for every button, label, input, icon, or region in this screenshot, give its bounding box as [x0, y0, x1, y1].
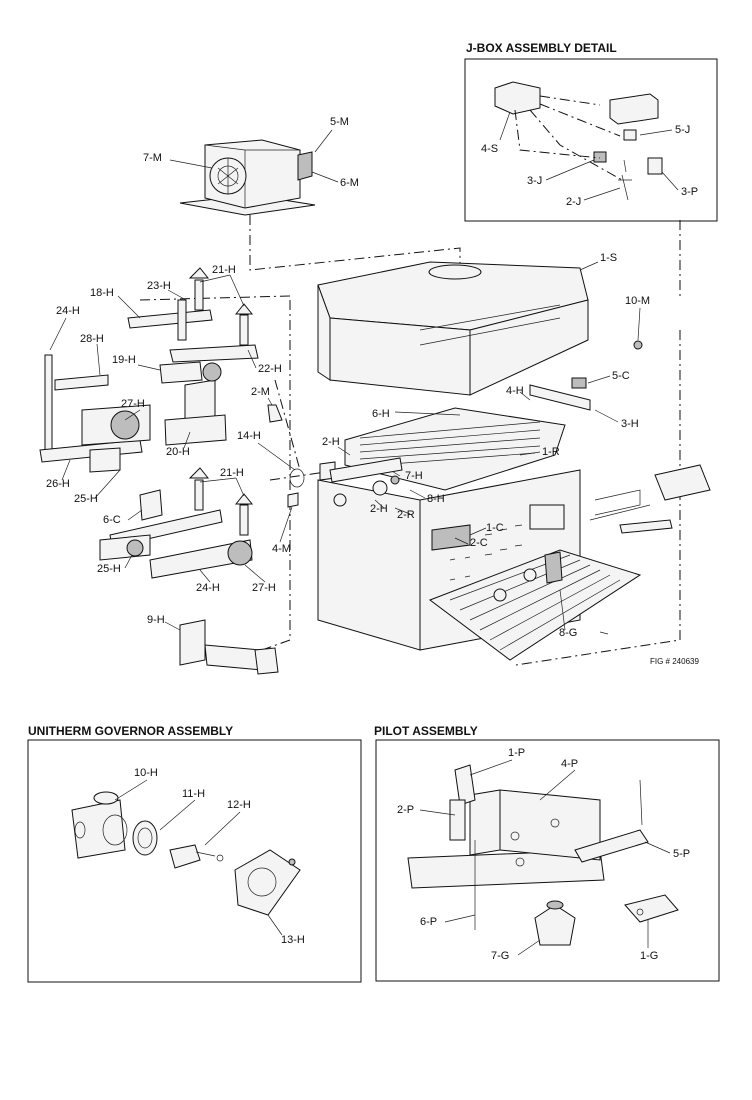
figure-number: FIG # 240639: [650, 657, 699, 666]
guide-left-2: [139, 295, 291, 301]
label-10-H: 10-H: [134, 767, 158, 779]
label-4-M: 4-M: [272, 543, 291, 555]
guide-left-1: [261, 300, 291, 651]
label-13-H: 13-H: [281, 934, 305, 946]
label-5-P: 5-P: [673, 848, 690, 860]
label-12-H: 12-H: [227, 799, 251, 811]
label-6-C: 6-C: [103, 514, 121, 526]
label-7-M: 7-M: [143, 152, 162, 164]
label-5-C: 5-C: [612, 370, 630, 382]
label-19-H: 19-H: [112, 354, 136, 366]
guide-left-4: [274, 379, 301, 471]
label-27-H-top: 27-H: [121, 398, 145, 410]
label-7-G: 7-G: [491, 950, 509, 962]
jbox-parts: [494, 81, 663, 201]
label-1-R: 1-R: [542, 446, 560, 458]
label-4-H: 4-H: [506, 385, 524, 397]
label-2-J: 2-J: [566, 196, 581, 208]
label-1-G: 1-G: [640, 950, 658, 962]
label-26-H: 26-H: [46, 478, 70, 490]
jbox-header: J-BOX ASSEMBLY DETAIL: [466, 41, 617, 55]
label-3-H: 3-H: [621, 418, 639, 430]
pilot-header: PILOT ASSEMBLY: [374, 724, 478, 738]
label-25-H-top: 25-H: [74, 493, 98, 505]
governor-header: UNITHERM GOVERNOR ASSEMBLY: [28, 724, 233, 738]
label-2-H-b: 2-H: [370, 503, 388, 515]
label-2-R: 2-R: [397, 509, 415, 521]
label-2-P: 2-P: [397, 804, 414, 816]
label-18-H: 18-H: [90, 287, 114, 299]
pilot-parts: [407, 764, 679, 946]
label-28-H: 28-H: [80, 333, 104, 345]
fan-assembly: [179, 139, 316, 216]
label-24-H-top: 24-H: [56, 305, 80, 317]
label-7-H: 7-H: [405, 470, 423, 482]
lower-piping: [99, 457, 403, 675]
label-25-H-bot: 25-H: [97, 563, 121, 575]
label-1-P: 1-P: [508, 747, 525, 759]
label-27-H-bot: 27-H: [252, 582, 276, 594]
label-24-H-bot: 24-H: [196, 582, 220, 594]
label-20-H: 20-H: [166, 446, 190, 458]
label-9-H: 9-H: [147, 614, 165, 626]
governor-parts: [71, 791, 301, 916]
label-1-C: 1-C: [486, 522, 504, 534]
label-6-H: 6-H: [372, 408, 390, 420]
pilot-frame: [375, 739, 720, 982]
heater-cabinet: [317, 261, 711, 661]
label-8-G: 8-G: [559, 627, 577, 639]
label-22-H: 22-H: [258, 363, 282, 375]
label-21-H-bot: 21-H: [220, 467, 244, 479]
label-14-H: 14-H: [237, 430, 261, 442]
guide-left-3: [269, 469, 341, 481]
label-2-C: 2-C: [470, 537, 488, 549]
label-10-M: 10-M: [625, 295, 650, 307]
label-3-J: 3-J: [527, 175, 542, 187]
label-4-P: 4-P: [561, 758, 578, 770]
label-5-J: 5-J: [675, 124, 690, 136]
label-5-M: 5-M: [330, 116, 349, 128]
label-3-P: 3-P: [681, 186, 698, 198]
label-8-H: 8-H: [427, 493, 445, 505]
label-6-P: 6-P: [420, 916, 437, 928]
governor-frame: [27, 739, 362, 983]
label-21-H-top: 21-H: [212, 264, 236, 276]
label-4-S: 4-S: [481, 143, 498, 155]
label-11-H: 11-H: [182, 788, 205, 800]
guide-jbox: [515, 220, 681, 666]
jbox-detail-frame: [464, 58, 718, 222]
guide-fan-to-heater: [249, 215, 461, 271]
label-6-M: 6-M: [340, 177, 359, 189]
label-2-M: 2-M: [251, 386, 270, 398]
label-1-S: 1-S: [600, 252, 617, 264]
upper-piping: [39, 267, 283, 473]
label-23-H: 23-H: [147, 280, 171, 292]
label-2-H-a: 2-H: [322, 436, 340, 448]
